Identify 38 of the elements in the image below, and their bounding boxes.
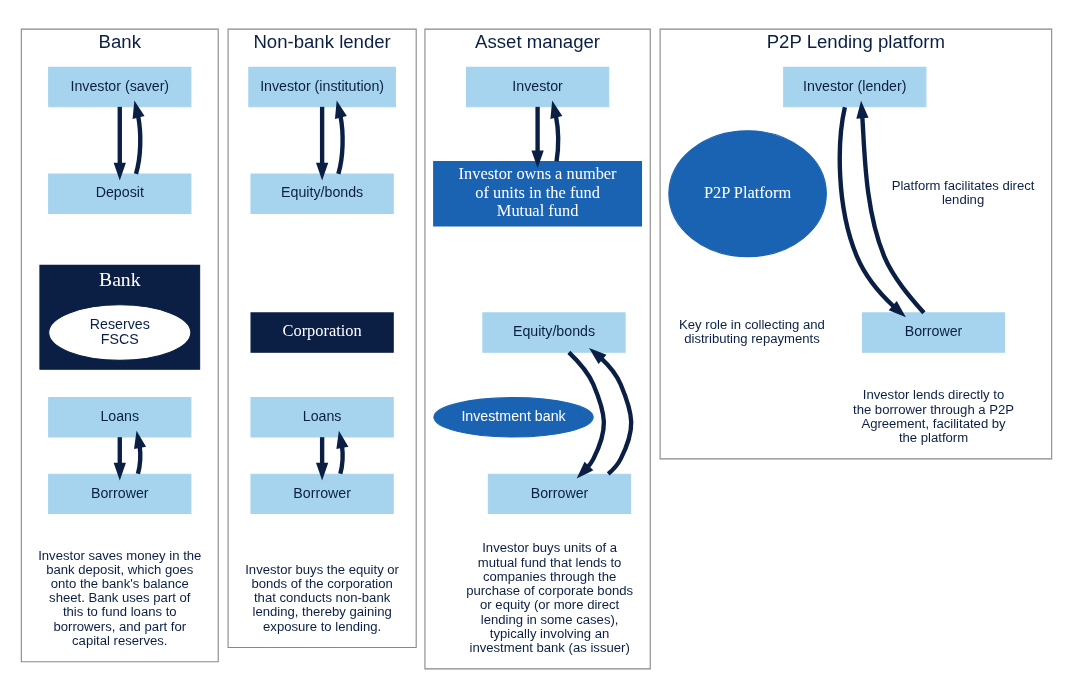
arrow [589, 347, 634, 475]
arrow [531, 106, 544, 168]
arrow [315, 106, 329, 180]
arrow [134, 430, 147, 474]
arrow [336, 430, 349, 474]
label: Investor buys units of a mutual fund that lends to companies through the purchase of corporate bonds or equity (or more direct lending in some cases), typically involving an investment bank (as issuer) [466, 540, 634, 655]
node-box: Borrower [861, 311, 1006, 353]
arrow [132, 99, 145, 174]
label: Investor buys the equity or bonds of the corporation that conducts non-bank lending, thereby gaining exposure to lending. [245, 561, 400, 634]
node-ellipse: P2P Platform [668, 129, 827, 257]
label: Platform facilitates direct lending [891, 177, 1035, 207]
node-box: Investor (saver) [48, 66, 192, 107]
node-box: Borrower [48, 473, 192, 514]
arrow [856, 100, 926, 314]
arrow [567, 350, 606, 479]
node-box: Deposit [48, 173, 192, 214]
label: Investor saves money in the bank deposit, which goes onto the bank's balance sheet. Bank uses part of this to fund loans to borrowers, and part for capital reserves. [38, 547, 202, 648]
node-box: Investor owns a number of units in the fund Mutual fund [433, 160, 643, 227]
node-box: Borrower [250, 473, 394, 514]
node-box: Investor [465, 66, 610, 107]
arrow [315, 436, 329, 480]
arrow [550, 99, 563, 162]
node-box: Investor (institution) [248, 66, 396, 107]
node-box: Loans [48, 396, 192, 438]
node-box: Equity/bonds [482, 311, 626, 353]
node-box: Equity/bonds [250, 173, 394, 214]
node-ellipse: Reserves FSCS [48, 303, 192, 361]
arrow [113, 436, 126, 480]
arrow [334, 99, 347, 174]
label: Investor lends directly to the borrower through a P2P Agreement, facilitated by the platform [853, 386, 1015, 445]
node-box: Loans [250, 396, 394, 438]
arrow [113, 106, 126, 180]
node-box: Corporation [250, 311, 394, 353]
node-box: Investor (lender) [783, 66, 927, 107]
arrow [837, 106, 906, 317]
node-box: Borrower [487, 473, 632, 514]
node-ellipse: Investment bank [433, 396, 594, 438]
label: Key role in collecting and distributing repayments [679, 316, 825, 346]
